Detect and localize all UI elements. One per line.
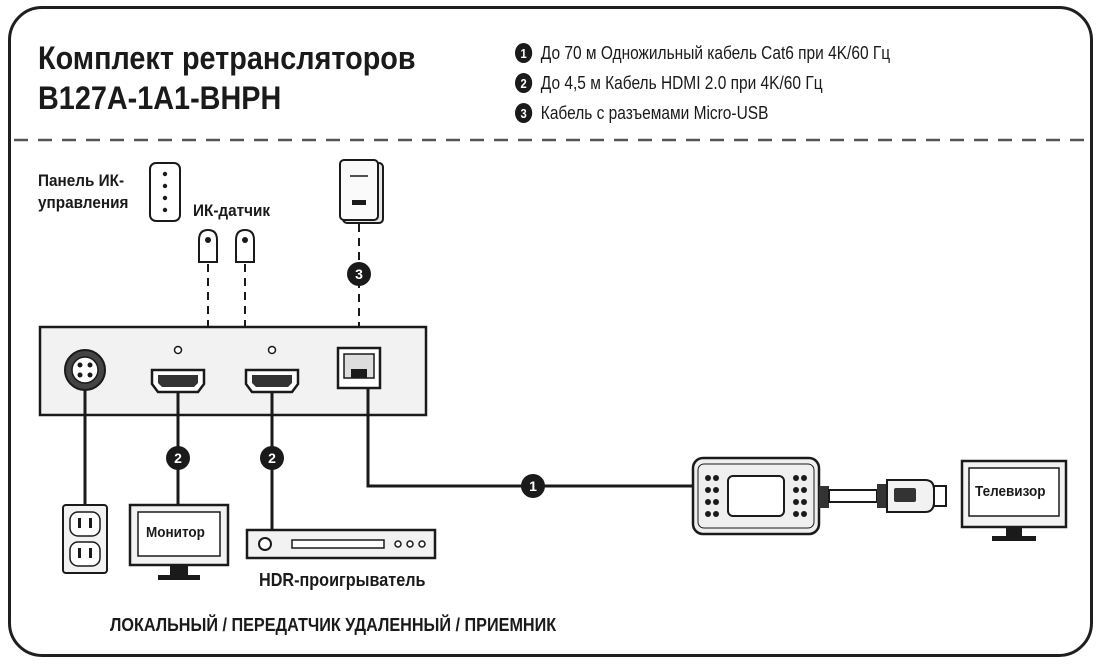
cable-marker-number: 3 [355,266,363,282]
hdr-player-label: HDR-проигрыватель [259,570,426,590]
cable-marker-2: 2 [260,446,284,470]
ir-sensor-label: ИК-датчик [193,201,271,220]
legend-item: 1 До 70 м Одножильный кабель Cat6 при 4K… [515,38,890,68]
title-line-1: Комплект ретрансляторов [38,40,416,76]
cable-marker-2: 2 [166,446,190,470]
status-led-icon [173,345,183,355]
cable-marker-3: 3 [347,262,371,286]
hdmi-port-icon [244,368,300,394]
legend-item: 3 Кабель с разъемами Micro-USB [515,98,890,128]
ir-sensor-icon [198,228,218,263]
cable-marker-number: 1 [529,478,537,494]
cable-marker-number: 2 [174,450,182,466]
legend-text: Кабель с разъемами Micro-USB [540,102,769,123]
power-adapter-icon [339,159,384,224]
title-line-2: B127A-1A1-BHPH [38,80,282,116]
hdmi-port-icon [150,368,206,394]
ir-sensor-icon [235,228,255,263]
rj45-port-icon [336,346,382,390]
legend-number-badge: 2 [515,73,533,93]
legend-text: До 70 м Одножильный кабель Cat6 при 4K/6… [540,42,891,63]
transmitter-box [38,325,428,417]
tv-icon [960,459,1068,541]
legend-item: 2 До 4,5 м Кабель HDMI 2.0 при 4K/60 Гц [515,68,890,98]
cat6-cable [366,388,700,488]
legend-number-badge: 1 [515,43,533,63]
cable-marker-number: 2 [268,450,276,466]
ir-panel-label-line-2: управления [38,193,129,212]
hdr-player-icon [245,528,437,560]
ir-panel-icon [149,162,181,222]
footer-caption: ЛОКАЛЬНЫЙ / ПЕРЕДАТЧИК УДАЛЕННЫЙ / ПРИЕМ… [110,615,557,635]
status-led-icon [267,345,277,355]
legend-number-badge: 3 [515,103,533,123]
diagram-title: Комплект ретрансляторов B127A-1A1-BHPH [38,38,416,118]
legend-text: До 4,5 м Кабель HDMI 2.0 при 4K/60 Гц [540,72,823,93]
monitor-icon [128,503,230,580]
wall-outlet-icon [62,504,108,574]
cable-marker-1: 1 [521,474,545,498]
ir-panel-label: Панель ИК- управления [38,170,128,214]
hdmi-plug-icon [819,479,947,513]
ir-panel-label-line-1: Панель ИК- [38,171,125,190]
monitor-label: Монитор [146,524,205,541]
receiver-box [691,456,821,536]
tv-label: Телевизор [975,483,1046,500]
cable-legend: 1 До 70 м Одножильный кабель Cat6 при 4K… [515,38,890,128]
